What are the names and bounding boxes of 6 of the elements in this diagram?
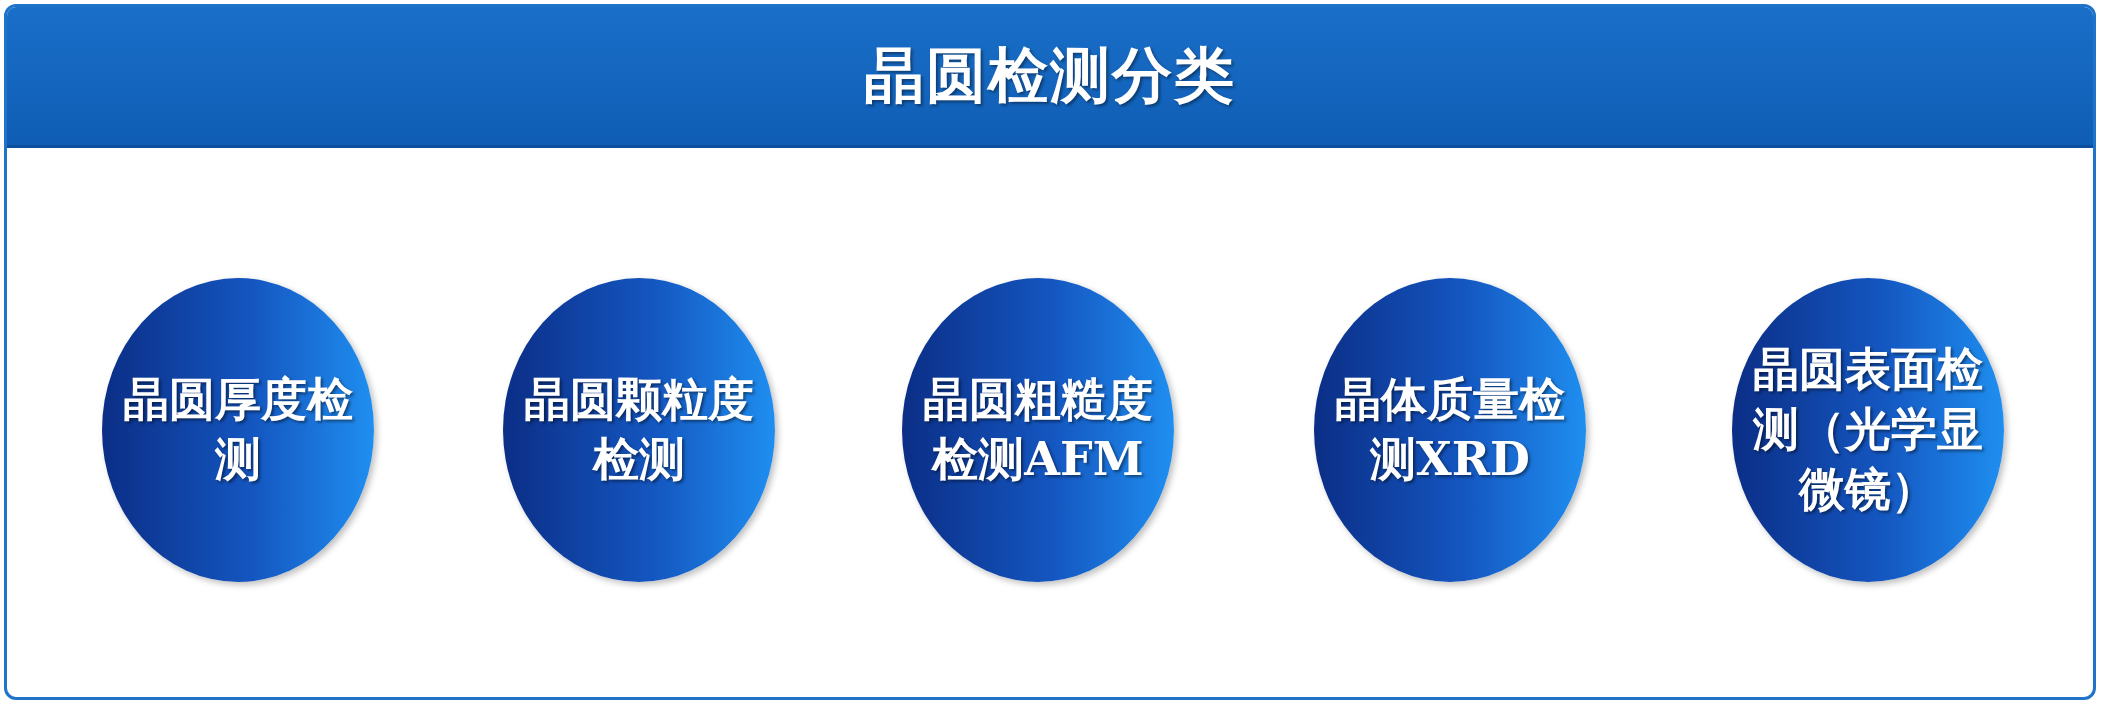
node-text: 晶圆表面检测（光学显微镜） [1753,341,1983,518]
node-text: 晶圆粗糙度检测AFM [923,371,1153,488]
node-text: 晶圆颗粒度检测 [524,371,754,488]
title: 晶圆检测分类 [864,38,1236,112]
node-text: 晶体质量检测XRD [1335,371,1565,488]
node-text: 晶圆厚度检测 [123,371,353,488]
